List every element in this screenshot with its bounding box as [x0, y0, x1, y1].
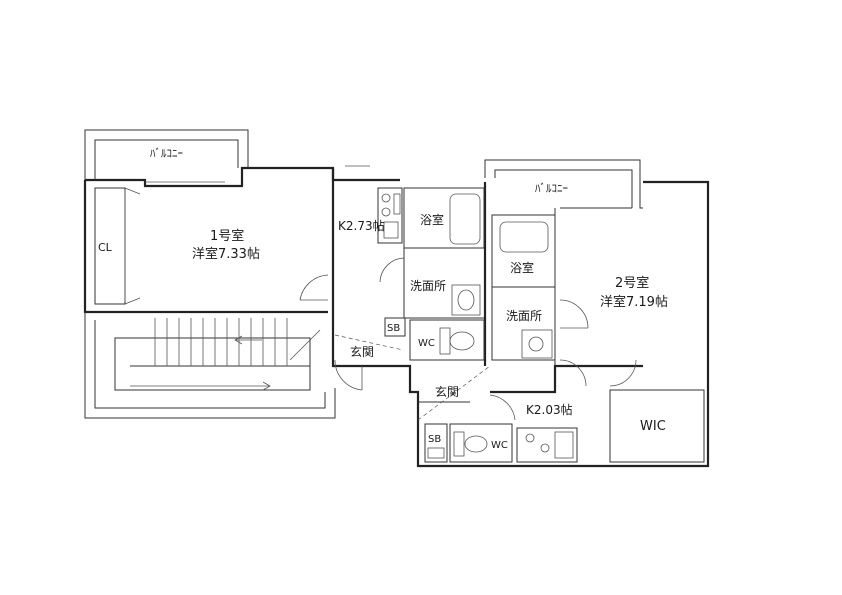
wic-label: WIC [640, 419, 666, 434]
balcony-left: ﾊﾞﾙｺﾆｰ [84, 129, 249, 180]
sb-2-label: SB [428, 434, 441, 445]
wc-2: WC [449, 423, 513, 463]
kitchen-2-label: K2.03帖 [526, 402, 573, 417]
balcony-left-label: ﾊﾞﾙｺﾆｰ [150, 147, 183, 160]
entrance-2: 玄関 [417, 365, 516, 421]
kitchen-2: K2.03帖 [516, 402, 578, 463]
washroom-1-label: 洗面所 [410, 279, 446, 293]
sb-1-label: SB [387, 323, 400, 334]
room-2: 2号室 洋室7.19帖 [554, 208, 668, 387]
balcony-right: ﾊﾞﾙｺﾆｰ [484, 159, 643, 209]
wc-1-label: WC [418, 338, 435, 349]
storage-box-1: SB [384, 317, 406, 337]
bath-1: 浴室 [403, 187, 485, 249]
entrance-1-label: 玄関 [350, 344, 374, 359]
entrance-2-label: 玄関 [435, 384, 459, 399]
washroom-2: 洗面所 [491, 287, 589, 361]
balcony-right-label: ﾊﾞﾙｺﾆｰ [535, 182, 568, 195]
walk-in-closet: WIC [609, 389, 705, 463]
wc-2-label: WC [491, 440, 508, 451]
wc-1: WC [409, 319, 485, 361]
washroom-1: 洗面所 [379, 248, 484, 319]
washroom-2-label: 洗面所 [506, 309, 542, 323]
room-2-size: 洋室7.19帖 [600, 294, 668, 310]
staircase [84, 312, 336, 419]
room-2-name: 2号室 [615, 275, 649, 291]
exterior-walls [83, 166, 710, 468]
room-1-name: 1号室 [210, 228, 244, 244]
room-1-size: 洋室7.33帖 [192, 246, 260, 262]
storage-box-2: SB [424, 423, 448, 463]
kitchen-1: K2.73帖 [338, 187, 403, 244]
bath-2: 浴室 [491, 214, 556, 288]
closet-label: CL [98, 241, 113, 254]
bath-2-label: 浴室 [510, 260, 534, 275]
kitchen-1-label: K2.73帖 [338, 218, 385, 233]
entrance-1: 玄関 [334, 334, 404, 391]
room-1: CL 1号室 洋室7.33帖 [94, 165, 370, 305]
bath-1-label: 浴室 [420, 212, 444, 227]
